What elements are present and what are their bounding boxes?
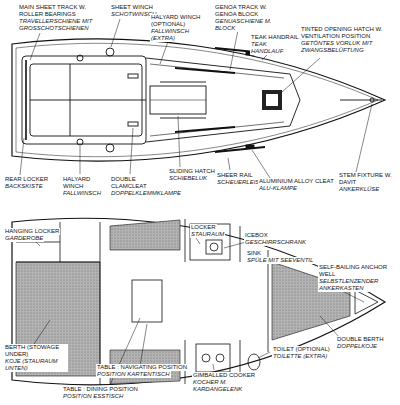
german-label: SPÜLE MIT SEEVENTIL	[246, 257, 314, 264]
english-label: TABLE : NAVIGATING POSITION	[96, 364, 188, 371]
deck-plan	[12, 39, 385, 161]
german-label: ALU-KLAMPE	[258, 185, 298, 192]
hatch-vent	[266, 94, 278, 106]
english-label: DOUBLE BERTH	[336, 336, 385, 343]
callout: SLIDING HATCHSCHIEBELUK	[168, 168, 220, 182]
german-label: TEAK HANDLAUF	[250, 41, 300, 55]
german-label: FALLWINSCH	[62, 190, 102, 197]
callout: ALUMINIUM ALLOY CLEATALU-KLAMPE	[258, 178, 336, 192]
callout: TABLE : NAVIGATING POSITIONPOSITION KART…	[96, 364, 188, 378]
english-label: TABLE : DINING POSITION	[62, 386, 139, 393]
german-label: TRAVELLERSCHIENE MIT GROSSCHOTSCHIENEN	[18, 18, 110, 32]
english-label: SELF-BAILING ANCHOR WELL	[318, 264, 398, 278]
leader-lines	[20, 19, 372, 385]
english-label: ALUMINIUM ALLOY CLEAT	[258, 178, 335, 185]
german-label: BACKSKISTE	[4, 183, 44, 190]
german-label: ANKERKLÜSE	[338, 186, 380, 193]
callout: STEM FIXTURE W. DAVITANKERKLÜSE	[338, 172, 396, 193]
english-label: REAR LOCKER	[4, 176, 49, 183]
english-label: GIMBALLED COOKER	[192, 372, 256, 379]
german-label: KOJE (STAURAUM UNTEN)	[4, 358, 68, 372]
callout: BERTH (STOWAGE UNDER)KOJE (STAURAUM UNTE…	[4, 344, 66, 372]
forward-hatch	[262, 90, 282, 110]
german-label: POSITION ESSTISCH	[62, 393, 124, 400]
german-label: KOCHER M. KARDANGELENK	[192, 379, 274, 393]
callout: HANGING LOCKERGARDEROBE	[4, 228, 60, 242]
german-label: STAURAUM	[190, 231, 225, 238]
english-label: STEM FIXTURE W. DAVIT	[338, 172, 398, 186]
callout: TEAK HANDRAILTEAK HANDLAUF	[250, 34, 298, 55]
callout: LOCKERSTAURAUM	[190, 224, 230, 238]
german-label: FALLWINSCH (EXTRA)	[150, 28, 214, 42]
english-label: GENOA TRACK W. GENOA BLOCK	[214, 4, 290, 18]
callout: ICEBOXGESCHIRRSCHRANK	[244, 232, 314, 246]
callout: DOUBLE BERTHDOPPELKOJE	[336, 336, 396, 350]
callout: SELF-BAILING ANCHOR WELLSELBSTLENZENDER …	[318, 264, 396, 292]
english-label: TOILET (OPTIONAL)	[272, 346, 331, 353]
german-label: GETÖNTES VORLUK MIT ZWANGSBELÜFTUNG	[300, 40, 398, 54]
callout: GENOA TRACK W. GENOA BLOCKGENUASCHIENE M…	[214, 4, 288, 32]
german-label: POSITION KARTENTISCH	[96, 371, 171, 378]
callout: HALYARD WINCH (OPTIONAL)FALLWINSCH (EXTR…	[150, 14, 212, 42]
german-label: GARDEROBE	[4, 235, 44, 242]
callout: TABLE : DINING POSITIONPOSITION ESSTISCH	[62, 386, 162, 400]
callout: REAR LOCKERBACKSKISTE	[4, 176, 60, 190]
english-label: SINK	[246, 250, 262, 257]
callout: SINKSPÜLE MIT SEEVENTIL	[246, 250, 316, 264]
callout: HALYARD WINCHFALLWINSCH	[62, 176, 108, 197]
english-label: LOCKER	[190, 224, 217, 231]
german-label: SELBSTLENZENDER ANKERKASTEN	[318, 278, 398, 292]
english-label: DOUBLE CLAMCLEAT	[110, 176, 170, 190]
english-label: SHEER RAIL	[216, 172, 254, 179]
english-label: HALYARD WINCH (OPTIONAL)	[150, 14, 214, 28]
english-label: SHEET WINCH	[110, 4, 154, 11]
german-label: SCHIEBELUK	[168, 175, 208, 182]
callout: GIMBALLED COOKERKOCHER M. KARDANGELENK	[192, 372, 272, 393]
german-label: DOPPELKOJE	[336, 343, 378, 350]
german-label: DOPPELKLEMMKLAMPE	[110, 190, 170, 197]
english-label: TEAK HANDRAIL	[250, 34, 300, 41]
german-label: TOILETTE (EXTRA)	[272, 353, 328, 360]
german-label: GESCHIRRSCHRANK	[244, 239, 307, 246]
german-label: SCHOTWINSCH	[110, 11, 154, 18]
german-label: GENUASCHIENE M. BLOCK	[214, 18, 290, 32]
english-label: TINTED OPENING HATCH W. VENTILATION POSI…	[300, 26, 398, 40]
callout: TOILET (OPTIONAL)TOILETTE (EXTRA)	[272, 346, 334, 360]
english-label: SLIDING HATCH	[168, 168, 216, 175]
english-label: HALYARD WINCH	[62, 176, 110, 190]
english-label: HANGING LOCKER	[4, 228, 60, 235]
callout: SHEET WINCHSCHOTWINSCH	[110, 4, 152, 18]
callout: MAIN SHEET TRACK W. ROLLER BEARINGSTRAVE…	[18, 4, 108, 32]
english-label: BERTH (STOWAGE UNDER)	[4, 344, 68, 358]
callout: TINTED OPENING HATCH W. VENTILATION POSI…	[300, 26, 396, 54]
callout: DOUBLE CLAMCLEATDOPPELKLEMMKLAMPE	[110, 176, 168, 197]
english-label: ICEBOX	[244, 232, 269, 239]
english-label: MAIN SHEET TRACK W. ROLLER BEARINGS	[18, 4, 110, 18]
